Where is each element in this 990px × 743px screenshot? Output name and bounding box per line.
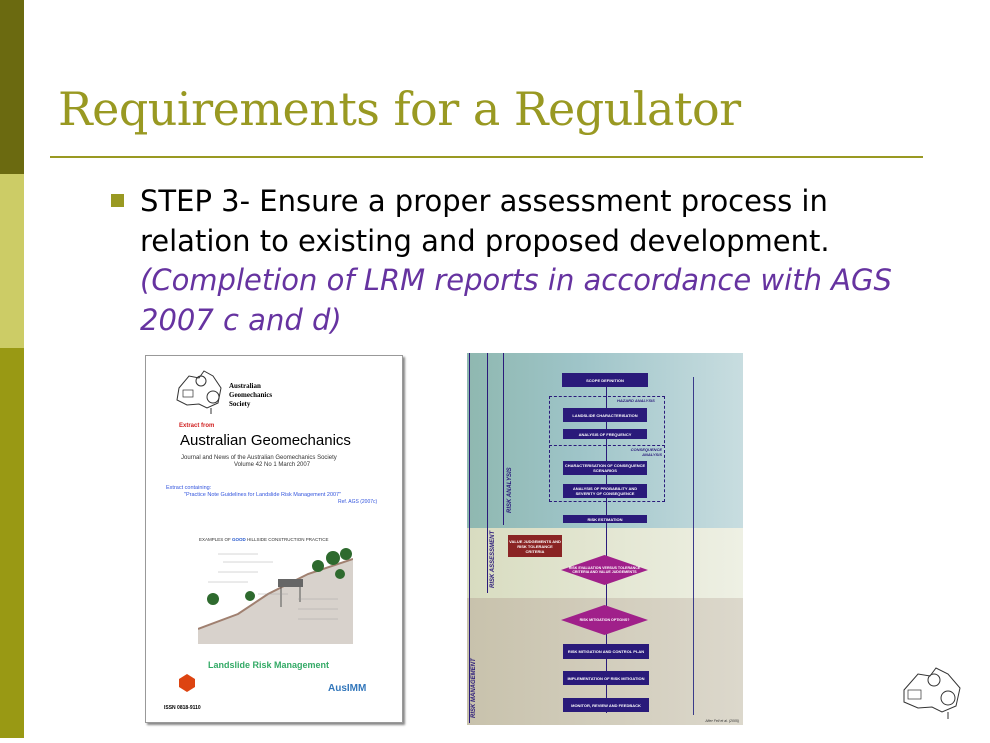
journal-volume: Volume 42 No 1 March 2007 xyxy=(234,462,311,468)
cover-footer-title: Landslide Risk Management xyxy=(208,660,330,670)
title-divider xyxy=(50,156,923,158)
value-judgements-box: VALUE JUDGEMENTS AND RISK TOLERANCE CRIT… xyxy=(508,535,562,557)
hazard-analysis-label: HAZARD ANALYSIS xyxy=(617,398,655,403)
mitigation-options-diamond: RISK MITIGATION OPTIONS? xyxy=(561,605,648,635)
implementation-box: IMPLEMENTATION OF RISK MITIGATION xyxy=(563,671,649,685)
extract-containing: Extract containing: xyxy=(166,485,212,491)
issn: ISSN 0818-9110 xyxy=(164,705,201,711)
mitigation-plan-box: RISK MITIGATION AND CONTROL PLAN xyxy=(563,644,649,659)
journal-subtitle: Journal and News of the Australian Geome… xyxy=(181,455,337,461)
consequence-scenarios-box: CHARACTERISATION OF CONSEQUENCE SCENARIO… xyxy=(563,461,647,475)
bullet-square-icon xyxy=(111,194,124,207)
monitor-review-box: MONITOR, REVIEW AND FEEDBACK xyxy=(563,698,649,712)
risk-analysis-label: RISK ANALYSIS xyxy=(507,467,513,513)
figure-title: EXAMPLES OF GOOD HILLSIDE CONSTRUCTION P… xyxy=(199,537,329,542)
slide-title: Requirements for a Regulator xyxy=(58,82,741,136)
risk-estimation-box: RISK ESTIMATION xyxy=(563,515,647,523)
side-bar-top xyxy=(0,0,24,174)
ags-logo-icon xyxy=(176,370,222,414)
landslide-characterisation-box: LANDSLIDE CHARACTERISATION xyxy=(563,408,647,422)
risk-evaluation-diamond: RISK EVALUATION VERSUS TOLERANCE CRITERI… xyxy=(561,555,648,585)
bullet-note: (Completion of LRM reports in accordance… xyxy=(140,263,892,337)
engineers-australia-logo-icon xyxy=(179,674,195,692)
side-bar-middle xyxy=(0,174,24,348)
ausimm-logo: AusIMM xyxy=(328,683,367,694)
journal-title: Australian Geomechanics xyxy=(180,432,351,449)
risk-management-label: RISK MANAGEMENT xyxy=(471,658,477,718)
scope-definition-box: SCOPE DEFINITION xyxy=(562,373,648,387)
guidelines-ref: Ref. AGS (2007c) xyxy=(338,499,378,505)
flowchart-credit: After Fell et al. (2005) xyxy=(705,719,739,723)
risk-assessment-label: RISK ASSESSMENT xyxy=(490,530,496,588)
bullet-text: STEP 3- Ensure a proper assessment proce… xyxy=(140,182,920,340)
frequency-analysis-box: ANALYSIS OF FREQUENCY xyxy=(563,429,647,439)
risk-management-flowchart: RISK ANALYSIS RISK ASSESSMENT RISK MANAG… xyxy=(467,353,743,725)
side-bar-bottom xyxy=(0,348,24,738)
bullet-main: STEP 3- Ensure a proper assessment proce… xyxy=(140,184,830,258)
hillside-illustration xyxy=(198,548,353,644)
extract-from: Extract from xyxy=(179,423,215,429)
guidelines-title: "Practice Note Guidelines for Landslide … xyxy=(184,492,342,498)
ags-corner-logo-icon xyxy=(903,667,961,719)
probability-severity-box: ANALYSIS OF PROBABILITY AND SEVERITY OF … xyxy=(563,484,647,498)
consequence-analysis-label: CONSEQUENCE ANALYSIS xyxy=(630,447,662,457)
